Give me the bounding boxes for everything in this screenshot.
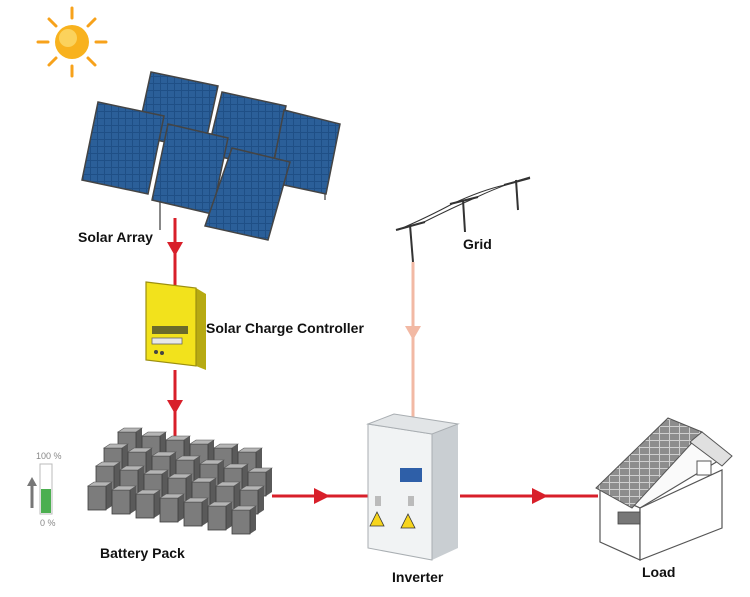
- grid-label: Grid: [463, 236, 492, 252]
- battery-cell: [183, 497, 209, 527]
- battery-cell: [159, 493, 185, 523]
- battery-cell: [207, 501, 233, 531]
- battery-cell: [87, 481, 113, 511]
- charge-controller-label: Solar Charge Controller: [206, 320, 364, 336]
- battery-cell: [231, 505, 257, 535]
- solar-array-label: Solar Array: [78, 229, 153, 245]
- solar-panel-icon: [81, 71, 341, 241]
- gauge-bottom-label: 0 %: [40, 518, 56, 528]
- battery-gauge-fill: [41, 489, 51, 513]
- charge-controller-icon: [145, 281, 206, 370]
- controller-to-battery-flow: [167, 370, 183, 440]
- solar-to-controller-flow: [167, 218, 183, 288]
- inverter-icon: [366, 413, 460, 561]
- house-icon: [595, 417, 733, 561]
- inverter-to-load-flow: [460, 488, 598, 504]
- battery-cell: [111, 485, 137, 515]
- load-label: Load: [642, 564, 676, 580]
- grid-flow-arrowhead: [405, 326, 421, 340]
- inverter-label: Inverter: [392, 569, 444, 585]
- power-pole-icon: [395, 176, 531, 263]
- battery-icon: [87, 427, 273, 535]
- gauge-top-label: 100 %: [36, 451, 62, 461]
- battery-cell: [135, 489, 161, 519]
- sun-icon: [36, 6, 108, 78]
- battery-to-inverter-flow: [272, 488, 370, 504]
- battery-gauge: [27, 463, 53, 515]
- battery-pack-label: Battery Pack: [100, 545, 185, 561]
